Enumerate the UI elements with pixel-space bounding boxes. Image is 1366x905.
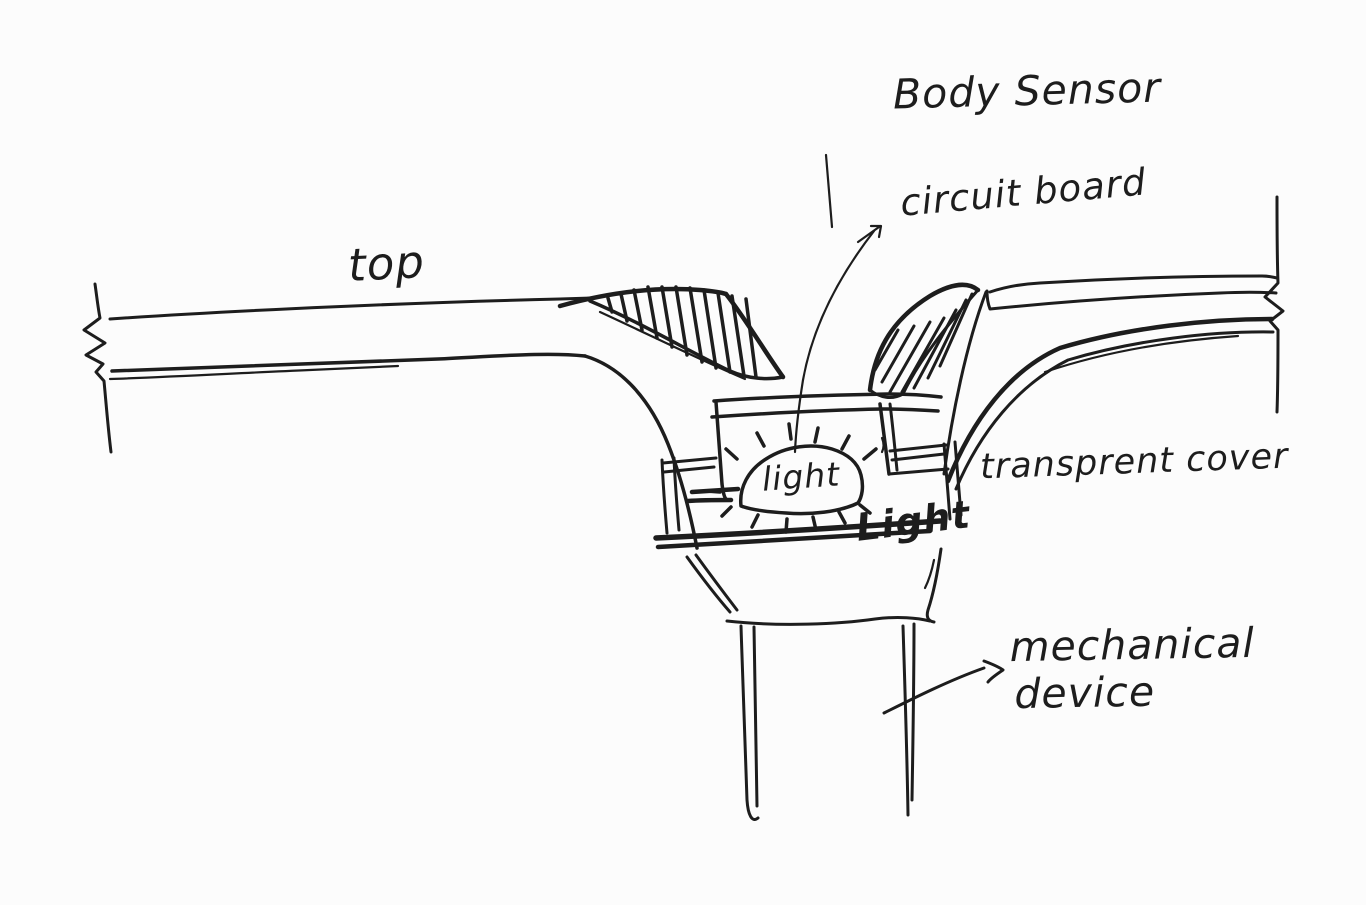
transparent-cover-box	[653, 436, 963, 550]
label-mechanical-device: mechanical device	[1009, 618, 1256, 719]
break-line-right	[1263, 195, 1285, 414]
sensor-housing	[685, 392, 950, 504]
left-wedge-hatching	[606, 285, 758, 379]
light-bulb	[704, 422, 878, 534]
mechanical-device-arrow	[882, 659, 1005, 715]
label-mechanical-line1: mechanical	[1009, 618, 1256, 672]
circuit-board-leader-line	[793, 224, 883, 454]
right-panel	[942, 274, 1279, 491]
page-title: Body Sensor	[892, 63, 1162, 119]
mechanical-neck	[685, 547, 943, 626]
label-light-bulb: light	[760, 454, 842, 499]
label-top: top	[346, 235, 427, 292]
light-rays	[704, 422, 878, 534]
left-hatched-wedge	[557, 285, 786, 381]
right-wedge-hatching	[873, 292, 974, 394]
body-sensor-leader-line	[824, 153, 834, 229]
mechanical-stem	[739, 622, 916, 821]
label-mechanical-line2: device	[1014, 667, 1156, 719]
left-panel	[108, 296, 699, 550]
break-line-left	[82, 282, 113, 454]
